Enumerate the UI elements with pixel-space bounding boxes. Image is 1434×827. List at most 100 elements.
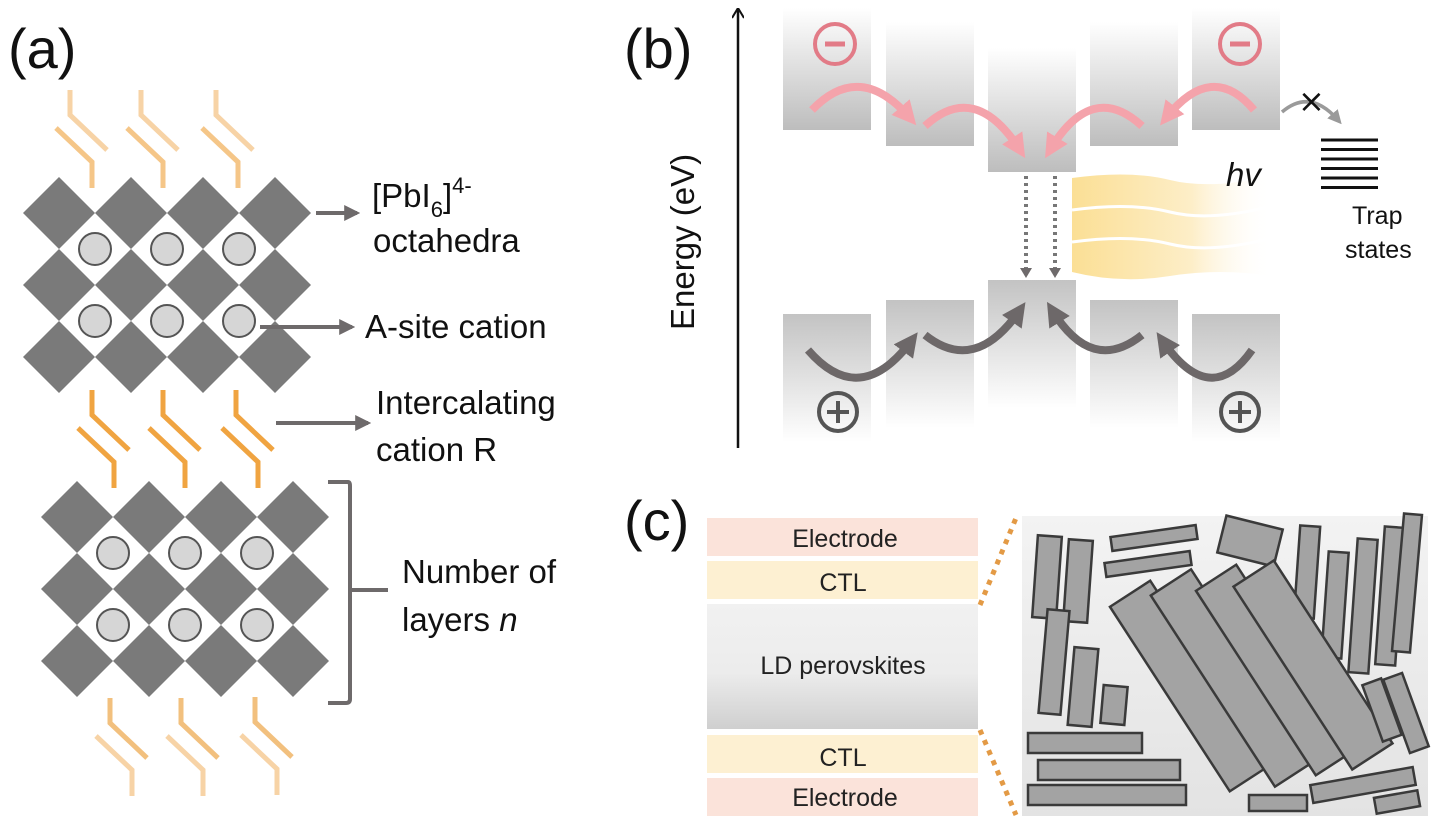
organic-spacer-chain <box>252 697 294 759</box>
octahedron <box>23 249 95 321</box>
hole-transfer-arrow-1 <box>804 332 918 382</box>
octahedron <box>257 553 329 625</box>
crystal-grain <box>1247 793 1309 813</box>
octahedron <box>257 481 329 553</box>
organic-spacer-chain <box>213 90 255 152</box>
zoom-connector-bottom <box>977 729 1019 816</box>
octahedron <box>185 625 257 697</box>
octahedron <box>23 321 95 393</box>
crystal-grain <box>1372 788 1422 816</box>
a-site-cation <box>96 608 130 642</box>
organic-spacer-chain <box>147 426 188 488</box>
intercalating-label-line1: Intercalating <box>376 384 556 421</box>
octahedron <box>239 177 311 249</box>
hole-icon-right <box>1219 391 1261 433</box>
panel-a-label: (a) <box>8 17 76 80</box>
layer-electrode-bottom <box>707 778 978 816</box>
octahedra-lattice-bottom <box>41 481 329 697</box>
recombination-arrowhead-1 <box>1020 268 1032 278</box>
hole-transfer-arrow-3 <box>1046 301 1145 355</box>
trap-states-icon <box>1321 138 1378 189</box>
crystal-grain <box>1099 683 1129 727</box>
a-site-cation-label: A-site cation <box>365 308 547 345</box>
octahedron <box>41 553 113 625</box>
a-site-cation <box>168 608 202 642</box>
a-site-cation <box>96 536 130 570</box>
photon-emission <box>1071 174 1273 280</box>
cb-level-4 <box>1090 22 1178 146</box>
organic-spacer-chain <box>54 126 95 188</box>
organic-spacer-chain <box>200 126 241 188</box>
layer-ctl-top <box>707 561 978 599</box>
cb-level-2 <box>886 22 974 146</box>
octahedron <box>95 177 167 249</box>
octahedra-label-line2: octahedra <box>373 222 520 259</box>
octahedron <box>239 321 311 393</box>
hole-transfer-arrow-4 <box>1156 332 1256 382</box>
panel-a: (a) [PbI6]4- octahedra A-site cation Int… <box>8 17 557 796</box>
trap-label-line2: states <box>1345 236 1412 264</box>
crystal-grain <box>1347 537 1379 675</box>
octahedra-lattice-top <box>23 177 311 393</box>
panel-c: (c) Electrode CTL LD perovskites CTL Ele… <box>624 489 1431 816</box>
recombination-arrowhead-2 <box>1049 268 1061 278</box>
a-site-cation <box>78 232 112 266</box>
panel-b: (b) Energy (eV) × <box>624 8 1412 448</box>
crystal-grain <box>1381 671 1431 755</box>
octahedron <box>185 553 257 625</box>
octahedron <box>167 249 239 321</box>
organic-spacers <box>54 90 294 796</box>
zoom-connector-top <box>977 517 1019 606</box>
octahedron <box>185 481 257 553</box>
electron-transfer-arrow-4 <box>1160 83 1258 126</box>
crystal-grain <box>1026 731 1144 755</box>
panel-b-label: (b) <box>624 17 692 80</box>
octahedron <box>257 625 329 697</box>
cb-level-1 <box>783 8 871 130</box>
organic-spacer-chain <box>165 734 206 796</box>
layer-electrode-bottom-label: Electrode <box>792 784 898 812</box>
octahedron <box>113 481 185 553</box>
octahedron <box>113 553 185 625</box>
octahedron <box>95 321 167 393</box>
layer-ld-perovskites <box>707 604 978 729</box>
organic-spacer-chain <box>138 90 180 152</box>
organic-spacer-chain <box>67 90 109 152</box>
electron-icon-right <box>1218 22 1262 66</box>
intercalating-label-line2: cation R <box>376 431 497 468</box>
organic-spacer-chain <box>125 126 166 188</box>
crystal-grain <box>1103 549 1193 579</box>
octahedron <box>95 249 167 321</box>
layer-ctl-bottom-label: CTL <box>819 744 866 772</box>
a-site-cation <box>240 608 274 642</box>
octahedron <box>167 177 239 249</box>
a-site-cation <box>222 232 256 266</box>
electron-transfer-arrow-2 <box>922 103 1026 159</box>
layers-label-line1: Number of <box>402 553 557 590</box>
organic-spacer-chain <box>76 426 117 488</box>
crystal-grain <box>1215 514 1285 568</box>
crystal-grain <box>1026 783 1188 807</box>
crystal-grain <box>1030 533 1064 621</box>
electron-transfer-arrow-3 <box>1045 103 1145 159</box>
hole-icon-left <box>817 391 859 433</box>
trap-transfer-arrow <box>1280 99 1342 125</box>
crystal-grain <box>1390 512 1424 654</box>
organic-spacer-chain <box>178 698 220 760</box>
layer-ctl-top-label: CTL <box>819 569 866 597</box>
octahedron <box>41 625 113 697</box>
hole-transfer-arrow-2 <box>922 302 1026 355</box>
a-site-cation <box>150 232 184 266</box>
a-site-cation <box>78 304 112 338</box>
organic-spacer-chain <box>233 390 275 452</box>
crystal-grain <box>1066 645 1100 729</box>
octahedron <box>167 321 239 393</box>
organic-spacer-chain <box>107 698 149 760</box>
octahedra-label: [PbI6]4- <box>372 173 472 222</box>
organic-spacer-chain <box>89 390 131 452</box>
crystal-grain <box>1036 758 1182 782</box>
crystal-grain <box>1231 558 1395 772</box>
layer-ld-perovskites-label: LD perovskites <box>760 652 925 680</box>
octahedron <box>113 625 185 697</box>
